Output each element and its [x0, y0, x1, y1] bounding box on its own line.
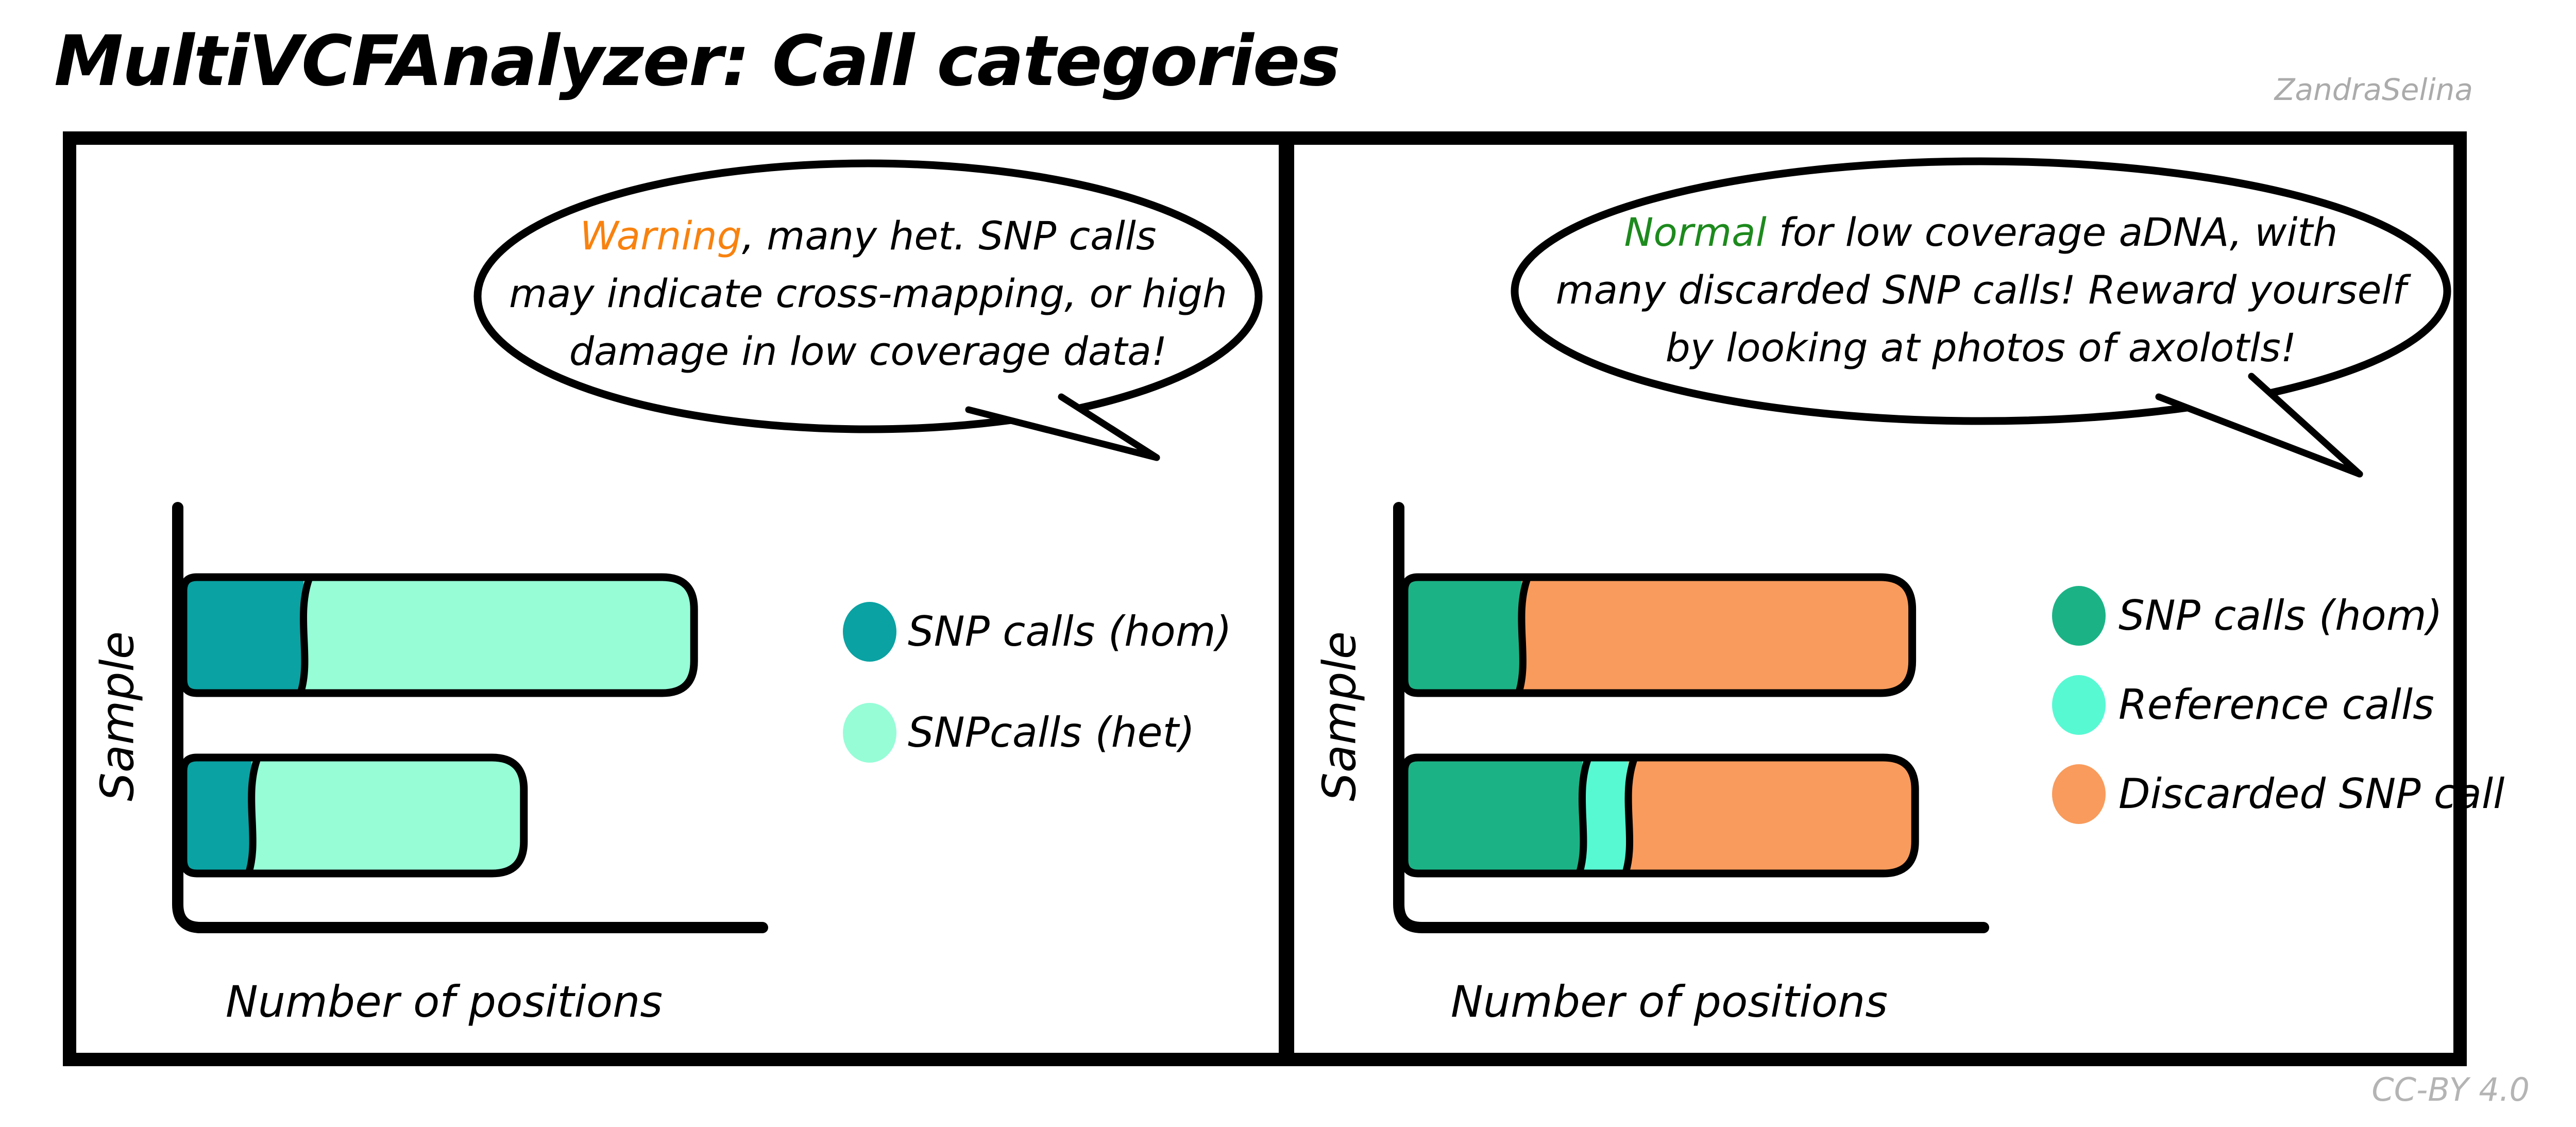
right-bubble-line3: by looking at photos of axolotls! [1665, 325, 2297, 371]
left-bubble-line1: Warning, many het. SNP calls [404, 207, 1332, 265]
left-bubble-highlight: Warning [580, 213, 742, 259]
legend-label-discarded-snp: Discarded SNP call [2119, 770, 2505, 818]
right-chart-bars [1400, 573, 1919, 878]
left-chart-bars [179, 573, 698, 878]
left-bubble-tail-over [965, 393, 1160, 461]
license-label: CC-BY 4.0 [2371, 1071, 2530, 1108]
legend-label-snp-het: SNPcalls (het) [908, 709, 1195, 756]
left-speech-bubble [473, 159, 1263, 461]
legend-dot-snp-hom [843, 602, 896, 662]
right-speech-bubble [1511, 157, 2451, 478]
legend-label-snp-hom-green: SNP calls (hom) [2119, 592, 2443, 640]
legend-dot-reference-calls [2052, 675, 2106, 735]
legend-dot-discarded-snp [2052, 764, 2106, 824]
right-y-axis-label: Sample [1313, 631, 1366, 801]
legend-dot-snp-hom-green [2052, 586, 2106, 646]
left-bubble-ellipse [473, 159, 1263, 433]
legend-label-snp-hom: SNP calls (hom) [908, 608, 1232, 655]
left-bubble-line2: may indicate cross-mapping, or high [509, 271, 1228, 316]
right-bubble-line1: Normal for low coverage aDNA, with [1517, 204, 2445, 261]
right-bubble-line1-rest: for low coverage aDNA, with [1766, 209, 2338, 255]
left-bubble-line3: damage in low coverage data! [569, 328, 1167, 374]
right-x-axis-label: Number of positions [1450, 977, 1888, 1027]
right-bubble-highlight: Normal [1624, 209, 1767, 255]
right-bubble-tail-over [2155, 373, 2363, 478]
left-chart-axes [172, 502, 768, 933]
right-chart-axes [1393, 502, 1989, 933]
left-y-axis-label: Sample [91, 631, 144, 801]
page-title: MultiVCFAnalyzer: Call categories [54, 21, 1341, 102]
legend-dot-snp-het [843, 703, 896, 763]
legend-label-reference-calls: Reference calls [2119, 681, 2434, 729]
right-bubble-ellipse [1511, 157, 2451, 425]
panel-frame [63, 131, 2467, 1066]
left-x-axis-label: Number of positions [225, 977, 663, 1027]
left-bubble-line1-rest: , many het. SNP calls [741, 213, 1157, 259]
right-bubble-line2: many discarded SNP calls! Reward yoursel… [1555, 267, 2406, 313]
author-credit: ZandraSelina [2274, 72, 2473, 107]
right-bubble-text: Normal for low coverage aDNA, with many … [1517, 204, 2445, 377]
left-bubble-text: Warning, many het. SNP calls may indicat… [404, 207, 1332, 380]
